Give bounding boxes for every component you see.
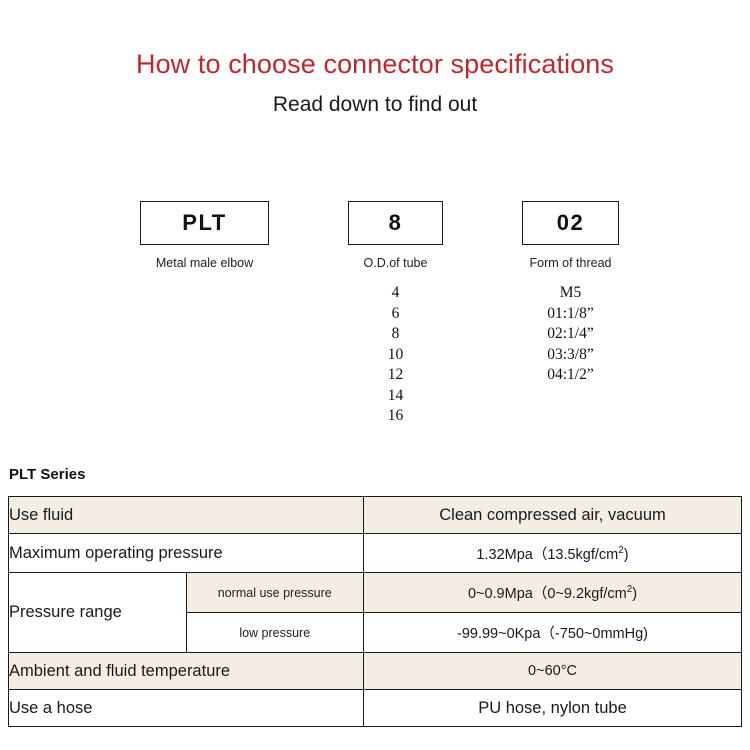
spec-value-low-pressure: -99.99~0Kpa（-750~0mmHg) xyxy=(363,612,742,653)
code-options-tube: 4 6 8 10 12 14 16 xyxy=(348,283,443,427)
spec-label-temperature: Ambient and fluid temperature xyxy=(8,652,364,690)
specification-table-body: Use fluid Clean compressed air, vacuum M… xyxy=(8,496,742,727)
code-caption-series: Metal male elbow xyxy=(155,256,254,270)
spec-value-use-hose: PU hose, nylon tube xyxy=(363,689,742,727)
table-row: Maximum operating pressure 1.32Mpa（13.5k… xyxy=(8,533,742,573)
code-caption-thread: Form of thread xyxy=(529,256,612,270)
spec-value-use-fluid: Clean compressed air, vacuum xyxy=(363,496,742,534)
code-option: 10 xyxy=(387,345,404,363)
spec-sublabel-low-pressure: low pressure xyxy=(185,612,364,653)
code-box-thread-value: 02 xyxy=(556,210,585,235)
spec-value-max-pressure-suffix: ) xyxy=(623,546,629,563)
code-option: 03:3/8” xyxy=(547,345,594,363)
code-box-series: PLT xyxy=(140,201,269,245)
spec-value-max-pressure: 1.32Mpa（13.5kgf/cm2) xyxy=(363,533,742,573)
spec-value-max-pressure-prefix: 1.32Mpa（13.5kgf/cm xyxy=(476,546,619,563)
spec-value-normal-use-pressure: 0~0.9Mpa（0~9.2kgf/cm2) xyxy=(363,572,742,613)
code-column-tube: 8 O.D.of tube 4 6 8 10 12 14 16 xyxy=(348,201,443,427)
spec-sublabel-normal-use-pressure: normal use pressure xyxy=(185,572,364,613)
code-column-series: PLT Metal male elbow xyxy=(140,201,269,283)
spec-label-max-pressure: Maximum operating pressure xyxy=(8,533,364,573)
page-subtitle: Read down to find out xyxy=(272,93,478,116)
spec-value-normal-prefix: 0~0.9Mpa（0~9.2kgf/cm xyxy=(467,586,627,602)
code-box-tube: 8 xyxy=(348,201,443,245)
page-header: How to choose connector specifications R… xyxy=(0,48,750,118)
code-option: M5 xyxy=(559,284,582,301)
code-option: 14 xyxy=(387,386,404,404)
spec-label-pressure-range: Pressure range xyxy=(8,572,187,653)
code-selector-diagram: PLT Metal male elbow 8 O.D.of tube 4 6 8 10… xyxy=(0,201,750,446)
code-box-tube-value: 8 xyxy=(388,210,403,235)
table-row: Use fluid Clean compressed air, vacuum xyxy=(8,496,742,534)
spec-value-max-pressure-sup: 2 xyxy=(618,544,624,556)
spec-value-temperature: 0~60°C xyxy=(363,652,742,690)
spec-value-normal-sup: 2 xyxy=(626,584,633,596)
spec-value-normal-suffix: ) xyxy=(632,586,638,602)
spec-label-use-fluid: Use fluid xyxy=(8,496,364,534)
code-column-thread: 02 Form of thread M5 01:1/8” 02:1/4” 03:3/8… xyxy=(522,201,619,386)
code-option: 6 xyxy=(391,304,400,322)
specification-table: Use fluid Clean compressed air, vacuum M… xyxy=(8,496,742,727)
code-option: 02:1/4” xyxy=(547,325,594,342)
table-row: Ambient and fluid temperature 0~60°C xyxy=(8,652,742,690)
table-row: Use a hose PU hose, nylon tube xyxy=(8,689,742,727)
code-caption-tube: O.D.of tube xyxy=(363,256,428,270)
spec-label-use-hose: Use a hose xyxy=(8,689,364,727)
code-option: 12 xyxy=(387,366,404,383)
code-options-thread: M5 01:1/8” 02:1/4” 03:3/8” 04:1/2” xyxy=(522,283,619,386)
code-option: 04:1/2” xyxy=(547,366,594,383)
table-row: Pressure range normal use pressure 0~0.9… xyxy=(8,572,742,653)
series-label: PLT Series xyxy=(9,466,86,483)
code-option: 4 xyxy=(391,284,400,301)
page-title: How to choose connector specifications xyxy=(135,49,615,79)
code-box-series-value: PLT xyxy=(182,210,227,235)
code-option: 01:1/8” xyxy=(547,304,594,322)
code-option: 16 xyxy=(387,407,404,424)
code-box-thread: 02 xyxy=(522,201,619,245)
code-option: 8 xyxy=(391,325,400,342)
